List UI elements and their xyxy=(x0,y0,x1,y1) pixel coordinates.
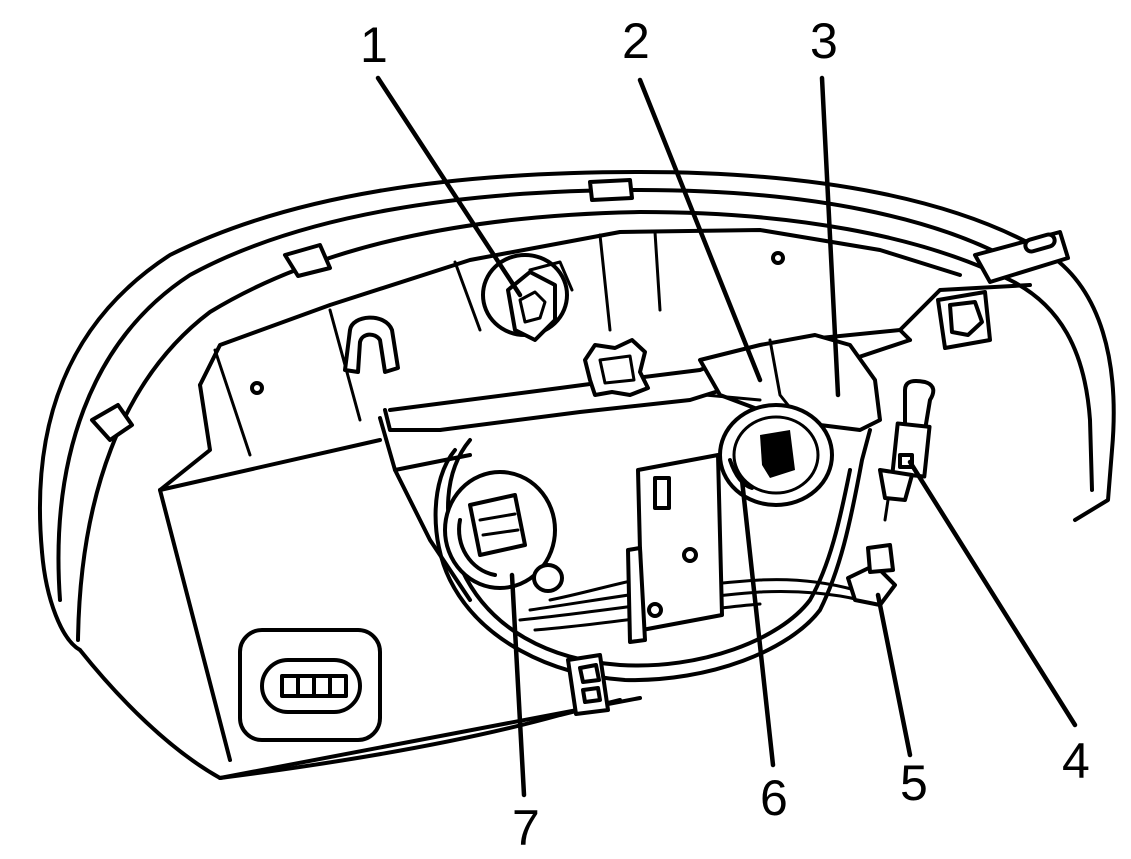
connector-plug-5 xyxy=(846,543,897,607)
callout-5: 5 xyxy=(900,755,928,811)
center-bracket xyxy=(626,453,724,644)
leader-line-1 xyxy=(375,75,523,298)
callout-6: 6 xyxy=(760,770,788,826)
leader-line-2 xyxy=(637,77,763,383)
leader-line-5 xyxy=(875,592,913,758)
callout-2: 2 xyxy=(622,13,650,69)
callout-1: 1 xyxy=(360,17,388,73)
back-panel xyxy=(158,228,962,762)
housing-outline xyxy=(37,170,1116,780)
bulb-socket-1 xyxy=(481,253,574,342)
callout-7: 7 xyxy=(512,800,540,856)
callout-3: 3 xyxy=(810,13,838,69)
leader-line-3 xyxy=(819,75,841,398)
leader-line-6 xyxy=(739,477,776,768)
callout-4: 4 xyxy=(1062,733,1090,789)
bulb-holder-7 xyxy=(443,470,564,593)
callout-labels: 1 2 3 4 5 6 7 xyxy=(360,13,1090,856)
bottom-tab xyxy=(566,653,610,716)
halogen-bulb-4 xyxy=(878,379,936,522)
electrical-connector xyxy=(238,628,382,742)
mounting-bracket xyxy=(936,230,1070,350)
adjuster-knob xyxy=(583,338,650,397)
leader-lines xyxy=(375,75,1078,798)
leader-line-4 xyxy=(907,459,1078,728)
leader-line-7 xyxy=(509,572,527,798)
bulb-opening-6 xyxy=(718,403,834,507)
